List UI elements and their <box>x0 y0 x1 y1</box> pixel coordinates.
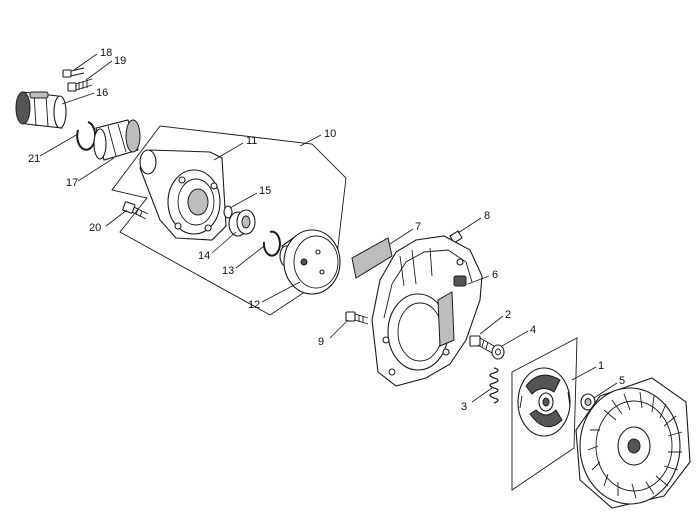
part-4-washer[interactable] <box>491 344 505 360</box>
part-1-clutch-assembly[interactable] <box>517 367 571 437</box>
part-21-snap-ring[interactable] <box>76 121 97 151</box>
part-6-fan-cover[interactable] <box>371 235 483 387</box>
part-12-clutch-drum[interactable] <box>279 229 341 295</box>
callout-18: 18 <box>100 47 112 59</box>
flywheel[interactable] <box>575 377 691 509</box>
callout-7: 7 <box>415 221 421 233</box>
part-18-screw[interactable] <box>62 67 85 78</box>
callout-1: 1 <box>598 360 604 372</box>
callout-9: 9 <box>318 336 324 348</box>
callout-17: 17 <box>66 177 78 189</box>
part-15-ring[interactable] <box>223 205 233 219</box>
callout-10: 10 <box>324 128 336 140</box>
part-2-shoulder-bolt[interactable] <box>469 335 495 354</box>
callout-4: 4 <box>530 324 536 336</box>
part-17-bushing[interactable] <box>93 119 141 161</box>
part-11-gear-case[interactable] <box>139 149 227 241</box>
callout-3: 3 <box>461 401 467 413</box>
part-16-clamp[interactable] <box>15 91 67 129</box>
part-14-bearing[interactable] <box>228 209 256 237</box>
callout-14: 14 <box>198 250 210 262</box>
part-19-screw[interactable] <box>67 78 93 92</box>
callout-6: 6 <box>492 269 498 281</box>
callout-labels: 18 19 16 21 17 20 11 10 15 14 13 12 7 8 … <box>28 47 625 413</box>
part-9-bolt[interactable] <box>345 311 369 325</box>
callout-13: 13 <box>222 265 234 277</box>
leader-lines <box>39 53 618 403</box>
callout-5: 5 <box>619 375 625 387</box>
callout-21: 21 <box>28 153 40 165</box>
callout-11: 11 <box>246 135 257 147</box>
part-5-washer[interactable] <box>580 393 596 411</box>
callout-16: 16 <box>96 87 108 99</box>
callout-8: 8 <box>484 210 490 222</box>
callout-19: 19 <box>114 55 126 67</box>
part-20-bolt[interactable] <box>122 201 149 220</box>
callout-12: 12 <box>248 299 260 311</box>
part-7-decal[interactable] <box>351 237 393 279</box>
group-outline-1 <box>511 337 578 491</box>
part-3-spring[interactable] <box>489 367 499 404</box>
callout-2: 2 <box>505 309 511 321</box>
callout-20: 20 <box>89 222 101 234</box>
part-13-snap-ring[interactable] <box>262 230 281 257</box>
callout-15: 15 <box>259 185 271 197</box>
